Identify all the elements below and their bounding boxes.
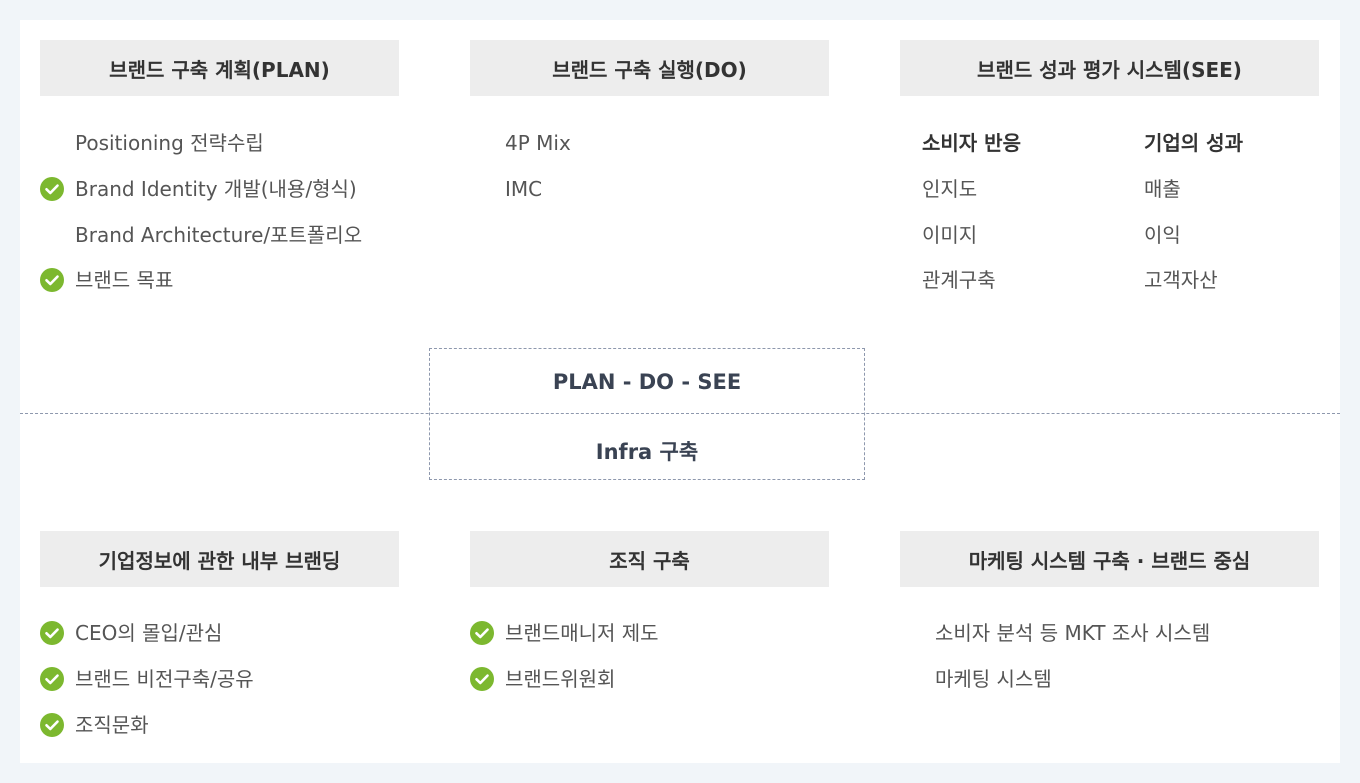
- check-icon: [40, 667, 64, 691]
- plan-item-brand-architecture: Brand Architecture/포트폴리오: [75, 223, 363, 247]
- see-col1-heading: 소비자 반응: [922, 131, 1021, 155]
- check-icon: [40, 177, 64, 201]
- do-header: 브랜드 구축 실행(DO): [470, 40, 829, 96]
- see-col2-item: 매출: [1144, 177, 1181, 201]
- internal-item: 브랜드 비전구축/공유: [75, 667, 254, 691]
- mkt-item: 마케팅 시스템: [935, 667, 1052, 691]
- diagram-panel: [20, 20, 1340, 763]
- internal-item: 조직문화: [75, 713, 149, 737]
- org-item: 브랜드위원회: [505, 667, 616, 691]
- plan-item-positioning: Positioning 전략수립: [75, 131, 264, 155]
- mkt-item: 소비자 분석 등 MKT 조사 시스템: [935, 621, 1211, 645]
- see-col1-item: 이미지: [922, 223, 978, 247]
- plan-item-brand-goal: 브랜드 목표: [75, 268, 174, 292]
- org-header: 조직 구축: [470, 531, 829, 587]
- do-item-imc: IMC: [505, 177, 543, 201]
- check-icon: [40, 268, 64, 292]
- center-box: [429, 348, 865, 480]
- check-icon: [40, 621, 64, 645]
- check-icon: [470, 621, 494, 645]
- center-top-label: PLAN - DO - SEE: [552, 370, 742, 394]
- see-col2-item: 고객자산: [1144, 268, 1218, 292]
- do-item-4p-mix: 4P Mix: [505, 131, 571, 155]
- see-col1-item: 인지도: [922, 177, 978, 201]
- horizontal-divider: [20, 413, 1340, 414]
- org-item: 브랜드매니저 제도: [505, 621, 659, 645]
- internal-branding-header: 기업정보에 관한 내부 브랜딩: [40, 531, 399, 587]
- see-col2-item: 이익: [1144, 223, 1181, 247]
- mkt-header: 마케팅 시스템 구축 · 브랜드 중심: [900, 531, 1319, 587]
- check-icon: [40, 713, 64, 737]
- see-header: 브랜드 성과 평가 시스템(SEE): [900, 40, 1319, 96]
- internal-item: CEO의 몰입/관심: [75, 621, 223, 645]
- plan-item-brand-identity: Brand Identity 개발(내용/형식): [75, 177, 357, 201]
- center-bottom-label: Infra 구축: [595, 440, 699, 464]
- check-icon: [470, 667, 494, 691]
- see-col2-heading: 기업의 성과: [1144, 131, 1243, 155]
- plan-header: 브랜드 구축 계획(PLAN): [40, 40, 399, 96]
- see-col1-item: 관계구축: [922, 268, 996, 292]
